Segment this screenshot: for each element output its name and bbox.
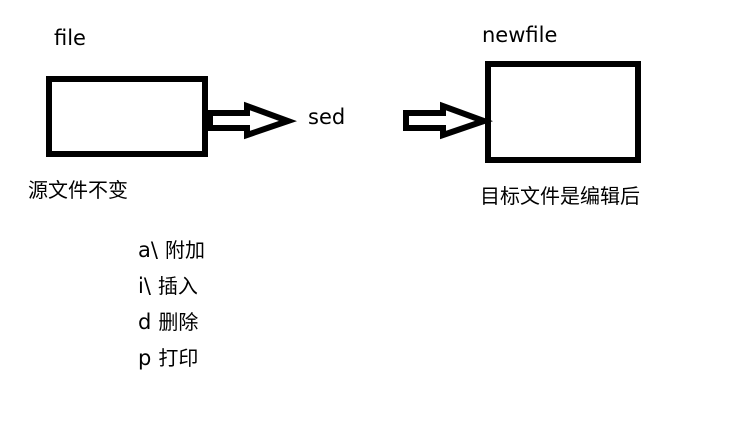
sed-command-list: a\ 附加 i\ 插入 d 删除 p 打印	[138, 240, 205, 369]
block-arrow-right-icon	[403, 101, 493, 140]
source-file-box	[46, 76, 208, 157]
source-file-caption: 源文件不变	[28, 178, 128, 202]
command-item: i\ 插入	[138, 276, 205, 297]
command-item: a\ 附加	[138, 240, 205, 261]
command-code: i\	[138, 274, 151, 298]
command-item: p 打印	[138, 348, 205, 369]
target-file-caption: 目标文件是编辑后	[480, 184, 640, 208]
command-code: p	[138, 346, 152, 370]
command-description: 打印	[158, 346, 199, 370]
command-description: 删除	[158, 310, 199, 334]
command-description: 插入	[157, 274, 198, 298]
sed-process-label: sed	[308, 105, 346, 129]
source-file-title: file	[54, 26, 86, 50]
command-description: 附加	[164, 238, 205, 262]
command-code: d	[138, 310, 152, 334]
target-file-title: newfile	[482, 23, 558, 47]
command-code: a\	[138, 238, 158, 262]
target-file-box	[485, 61, 641, 163]
command-item: d 删除	[138, 312, 205, 333]
block-arrow-right-icon	[207, 101, 297, 140]
